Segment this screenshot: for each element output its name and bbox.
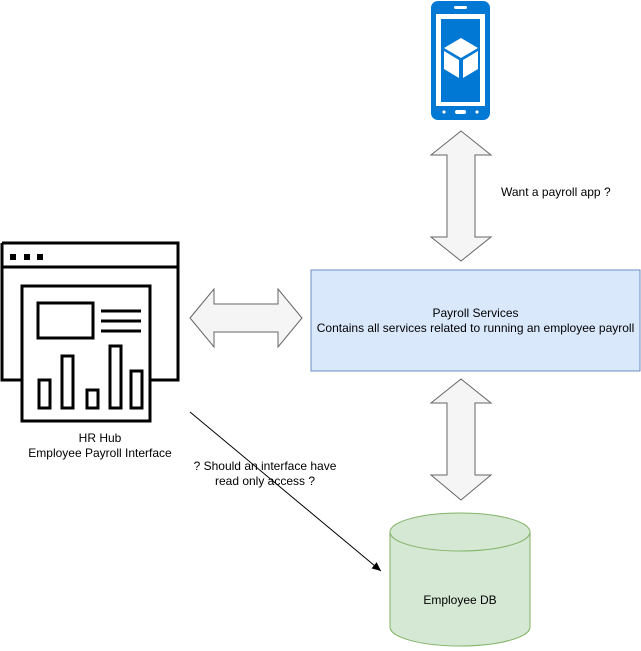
- mobile-phone-icon[interactable]: [431, 1, 490, 120]
- employee-db-cylinder[interactable]: [389, 512, 531, 647]
- payroll-services-subtitle: Contains all services related to running…: [316, 320, 635, 335]
- payroll-services-label: Payroll Services Contains all services r…: [311, 270, 640, 371]
- db-hub-edge-label-line2: read only access ?: [214, 474, 316, 488]
- app-services-edge-label: Want a payroll app ?: [501, 185, 611, 199]
- db-hub-edge-label: ? Should an interface have read only acc…: [180, 459, 350, 489]
- edge-hub-services-arrow[interactable]: [189, 287, 303, 349]
- hr-hub-title: HR Hub: [78, 431, 122, 445]
- hr-hub-subtitle: Employee Payroll Interface: [28, 446, 172, 460]
- edge-db-hub-line[interactable]: [189, 411, 382, 572]
- db-hub-edge-label-line1: ? Should an interface have: [193, 459, 337, 473]
- hr-hub-label: HR Hub Employee Payroll Interface: [10, 431, 190, 461]
- employee-db-label: Employee DB: [423, 592, 497, 607]
- web-dashboard-icon[interactable]: [0, 241, 180, 423]
- edge-services-db-arrow[interactable]: [429, 378, 493, 501]
- edge-app-services-arrow[interactable]: [429, 130, 493, 262]
- payroll-services-box[interactable]: [310, 269, 641, 372]
- payroll-services-title: Payroll Services: [432, 305, 519, 320]
